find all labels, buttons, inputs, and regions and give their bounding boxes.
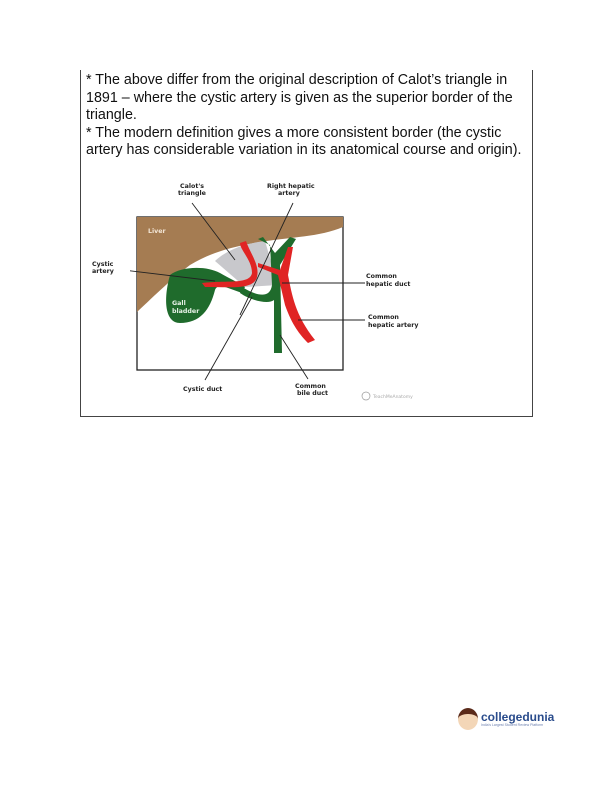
collegedunia-logo: collegedunia India's Largest Student Rev… [458,708,554,730]
body-text: * The above differ from the original des… [86,72,526,160]
copyright-icon [361,391,371,401]
content-box [80,70,533,417]
logo-mascot-icon [458,708,478,730]
paragraph: * The modern definition gives a more con… [86,124,522,159]
logo-tagline: India's Largest Student Review Platform [481,722,544,727]
duct-shape [240,237,296,353]
credit-text: TeachMeAnatomy [372,394,413,400]
artery-shape [202,241,315,343]
liver-shape [137,217,343,312]
paragraph: * The above differ from the original des… [86,72,513,123]
logo-name: collegedunia [481,709,555,724]
label-cystic-duct: Cystic duct [183,386,222,393]
label-liver: Liver [148,228,167,235]
triangle-shape [215,241,278,287]
gallbladder-shape [166,267,245,323]
